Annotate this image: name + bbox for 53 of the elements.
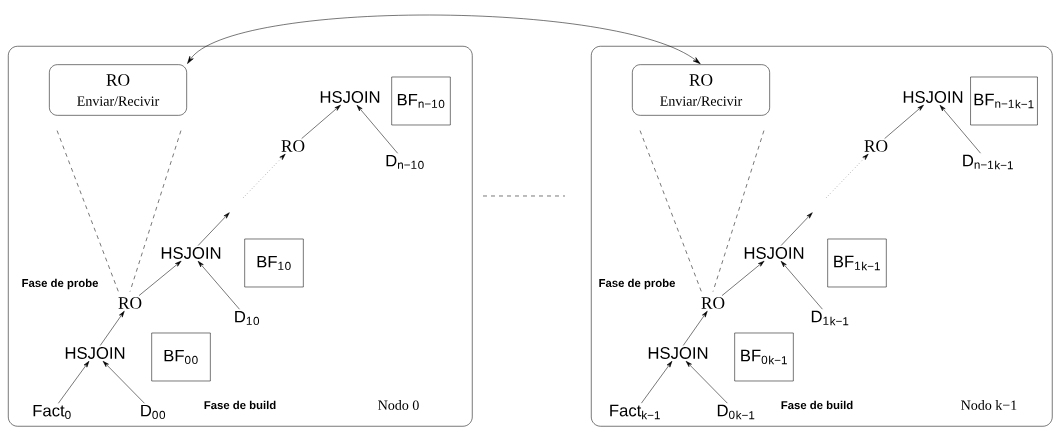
- arrow: [356, 104, 398, 154]
- dashed-line: [56, 130, 119, 292]
- operator-label: D$_{n−10}$: [386, 154, 424, 170]
- phase-label: Fase de build: [204, 400, 276, 410]
- arrow: [301, 104, 341, 139]
- operator-label: D$_{00}$: [141, 404, 166, 420]
- arrow: [197, 260, 240, 310]
- filter-box: BF$_{0k−1}$: [734, 332, 794, 382]
- arrow: [197, 212, 230, 246]
- operator-label: HSJOIN: [65, 347, 125, 359]
- arrow: [58, 361, 90, 404]
- operator-label: HSJOIN: [648, 347, 708, 359]
- operator-label: RO: [281, 140, 305, 152]
- operator-label: HSJOIN: [161, 247, 221, 259]
- phase-label: Fase de probe: [599, 278, 676, 290]
- arrow: [939, 104, 981, 154]
- operator-label: D$_{n−1k−1}$: [963, 154, 1013, 170]
- phase-label: Fase de build: [781, 400, 853, 410]
- operator-label: RO: [864, 140, 888, 152]
- dashed-line: [712, 130, 765, 292]
- phase-label: Fase de probe: [22, 278, 99, 290]
- operator-label: RO: [701, 297, 725, 309]
- dashed-line: [129, 130, 182, 292]
- operator-box: RO Enviar/Recivir: [49, 64, 187, 116]
- filter-box: BF$_{n−1k−1}$: [970, 76, 1038, 126]
- filter-box: BF$_{10}$: [244, 238, 304, 288]
- operator-label: D$_{0k−1}$: [717, 404, 755, 420]
- operator-label: HSJOIN: [903, 91, 963, 103]
- dashed-line: [639, 130, 702, 292]
- filter-box: BF$_{n−10}$: [391, 76, 451, 126]
- arrow: [100, 310, 125, 346]
- operator-label: Fact$_{k−1}$: [610, 404, 660, 420]
- panel-label: Nodo k−1: [961, 400, 1017, 410]
- operator-label: Fact$_{0}$: [33, 404, 71, 420]
- arrow: [721, 260, 765, 296]
- arrow: [102, 360, 145, 404]
- operator-label: HSJOIN: [320, 91, 380, 103]
- filter-box: BF$_{1k−1}$: [827, 238, 887, 288]
- operator-label: HSJOIN: [744, 247, 804, 259]
- arrow: [780, 212, 813, 246]
- operator-label: D$_{1k−1}$: [811, 310, 849, 326]
- operator-box: RO Enviar/Recivir: [632, 64, 770, 116]
- arrow: [685, 360, 728, 404]
- arrow: [683, 310, 708, 346]
- arrow: [780, 260, 823, 310]
- operator-label: RO: [118, 297, 142, 309]
- panel-label: Nodo 0: [378, 400, 419, 410]
- arrow: [641, 361, 673, 404]
- filter-box: BF$_{00}$: [151, 332, 211, 382]
- arrow: [138, 260, 182, 296]
- curved-arrow: [187, 14, 701, 65]
- arrow: [884, 104, 924, 139]
- operator-label: D$_{10}$: [235, 310, 260, 326]
